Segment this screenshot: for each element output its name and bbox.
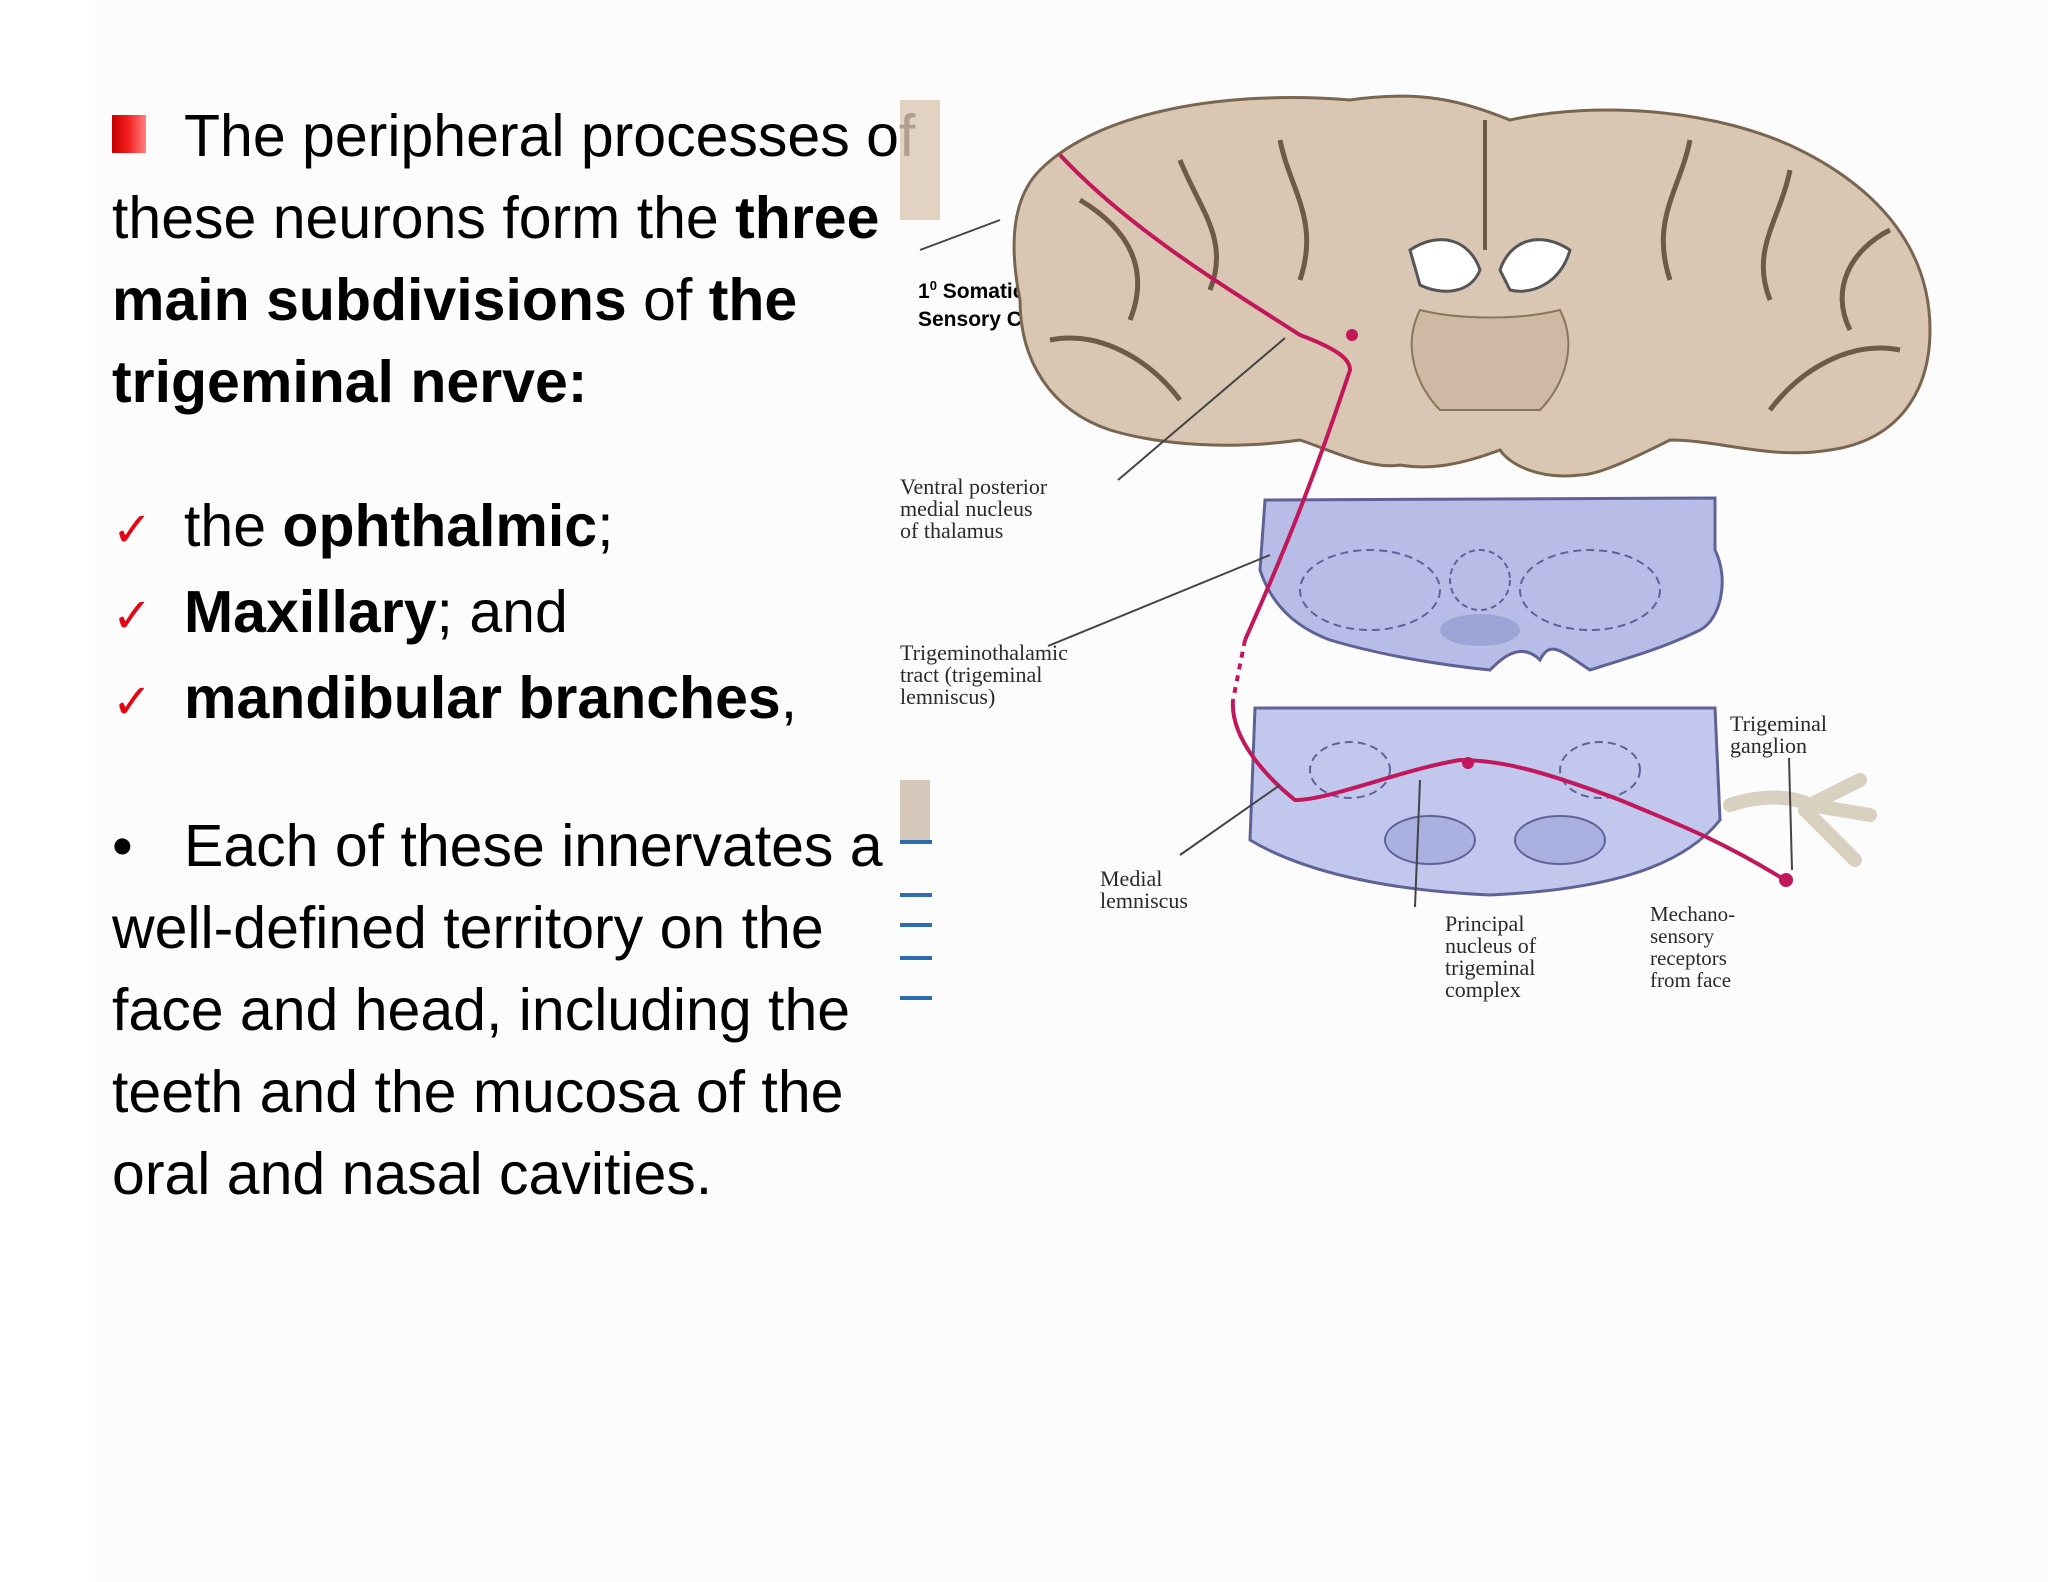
vpm-label-line-2: medial nucleus bbox=[900, 496, 1033, 521]
ganglion-line-2: ganglion bbox=[1730, 733, 1807, 758]
red-square-bullet-icon bbox=[112, 115, 146, 154]
check-icon: ✓ bbox=[112, 588, 153, 644]
midbrain-section bbox=[1258, 496, 1724, 672]
principal-line-3: trigeminal bbox=[1445, 955, 1535, 980]
bullet-line-1: • Each of these innervates a bbox=[112, 805, 992, 887]
bullet-dot-icon: • bbox=[112, 813, 133, 879]
trigeminothalamic-label: Trigeminothalamic tract (trigeminal lemn… bbox=[900, 640, 1073, 709]
partial-drawing bbox=[900, 100, 940, 220]
partial-blue-marks bbox=[900, 840, 932, 1000]
cortex-label-sup: 0 bbox=[929, 278, 937, 293]
mechano-line-1: Mechano- bbox=[1650, 902, 1735, 926]
intro-text-2b: three bbox=[735, 185, 880, 251]
check-text-1c: ; bbox=[597, 493, 614, 559]
trigeminothalamic-line-2: tract (trigeminal bbox=[900, 662, 1042, 687]
check-text-3a: mandibular branches bbox=[184, 665, 781, 731]
check-item-mandibular: ✓ mandibular branches, bbox=[112, 657, 992, 743]
bullet-text-3: face and head, including the bbox=[112, 977, 851, 1043]
intro-line-2: these neurons form the three bbox=[112, 177, 992, 259]
bullet-text-4: teeth and the mucosa of the bbox=[112, 1059, 844, 1125]
intro-text-3a: main subdivisions bbox=[112, 267, 627, 333]
principal-nucleus-label: Principal nucleus of trigeminal complex bbox=[1445, 911, 1542, 1002]
principal-line-1: Principal bbox=[1445, 911, 1524, 936]
mechano-line-3: receptors bbox=[1650, 946, 1727, 970]
medial-lemniscus-label: Medial lemniscus bbox=[1100, 866, 1188, 913]
vpm-label-line-3: of thalamus bbox=[900, 518, 1003, 543]
spacer bbox=[112, 423, 992, 485]
check-text-2b: ; and bbox=[436, 579, 568, 645]
trigeminal-pathway bbox=[1058, 153, 1793, 887]
check-text-2a: Maxillary bbox=[184, 579, 437, 645]
intro-line-3: main subdivisions of the bbox=[112, 259, 992, 341]
bullet-text-1: Each of these innervates a bbox=[184, 813, 883, 879]
spacer bbox=[112, 743, 992, 805]
face-receptor-drawing bbox=[1723, 773, 1877, 867]
vpm-label-line-1: Ventral posterior bbox=[900, 474, 1048, 499]
bullet-text-5: oral and nasal cavities. bbox=[112, 1141, 713, 1207]
partial-drawing bbox=[900, 780, 930, 840]
principal-line-4: complex bbox=[1445, 977, 1521, 1002]
check-text-1b: ophthalmic bbox=[282, 493, 598, 559]
intro-line-1: The peripheral processes of bbox=[112, 95, 992, 177]
intro-text-2a: these neurons form the bbox=[112, 185, 736, 251]
vpm-label: Ventral posterior medial nucleus of thal… bbox=[900, 474, 1053, 543]
check-icon: ✓ bbox=[112, 674, 153, 730]
cortex-label-1: 1 bbox=[918, 280, 930, 303]
principal-line-2: nucleus of bbox=[1445, 933, 1537, 958]
mechano-line-4: from face bbox=[1650, 968, 1731, 992]
trigeminothalamic-line-3: lemniscus) bbox=[900, 684, 995, 709]
mechano-line-2: sensory bbox=[1650, 924, 1715, 948]
ganglion-line-1: Trigeminal bbox=[1730, 711, 1827, 736]
mechano-label: Mechano- sensory receptors from face bbox=[1650, 902, 1740, 992]
check-text-3b: , bbox=[780, 665, 798, 731]
leader-lines bbox=[919, 219, 1793, 908]
intro-text-3b: of bbox=[626, 267, 709, 333]
intro-text-4: trigeminal nerve: bbox=[112, 349, 588, 415]
intro-text-1: The peripheral processes of bbox=[184, 103, 916, 169]
check-text-1a: the bbox=[184, 493, 283, 559]
medial-lemniscus-line-1: Medial bbox=[1100, 866, 1162, 891]
intro-line-4: trigeminal nerve: bbox=[112, 341, 992, 423]
check-item-maxillary: ✓ Maxillary; and bbox=[112, 571, 992, 657]
check-icon: ✓ bbox=[112, 502, 153, 558]
ganglion-label: Trigeminal ganglion bbox=[1730, 711, 1832, 758]
slide-text: The peripheral processes of these neuron… bbox=[112, 95, 992, 1215]
coronal-brain-section bbox=[1012, 94, 1932, 478]
check-item-ophthalmic: ✓ the ophthalmic; bbox=[112, 485, 992, 571]
intro-text-3c: the bbox=[708, 267, 798, 333]
medial-lemniscus-line-2: lemniscus bbox=[1100, 888, 1188, 913]
bullet-text-2: well-defined territory on the bbox=[112, 895, 824, 961]
trigeminothalamic-line-1: Trigeminothalamic bbox=[900, 640, 1068, 665]
pons-section bbox=[1248, 706, 1722, 897]
trigeminal-pathway-figure: Ventral posterior medial nucleus of thal… bbox=[900, 94, 1932, 1002]
cortex-label-2: Somatic bbox=[936, 280, 1025, 303]
